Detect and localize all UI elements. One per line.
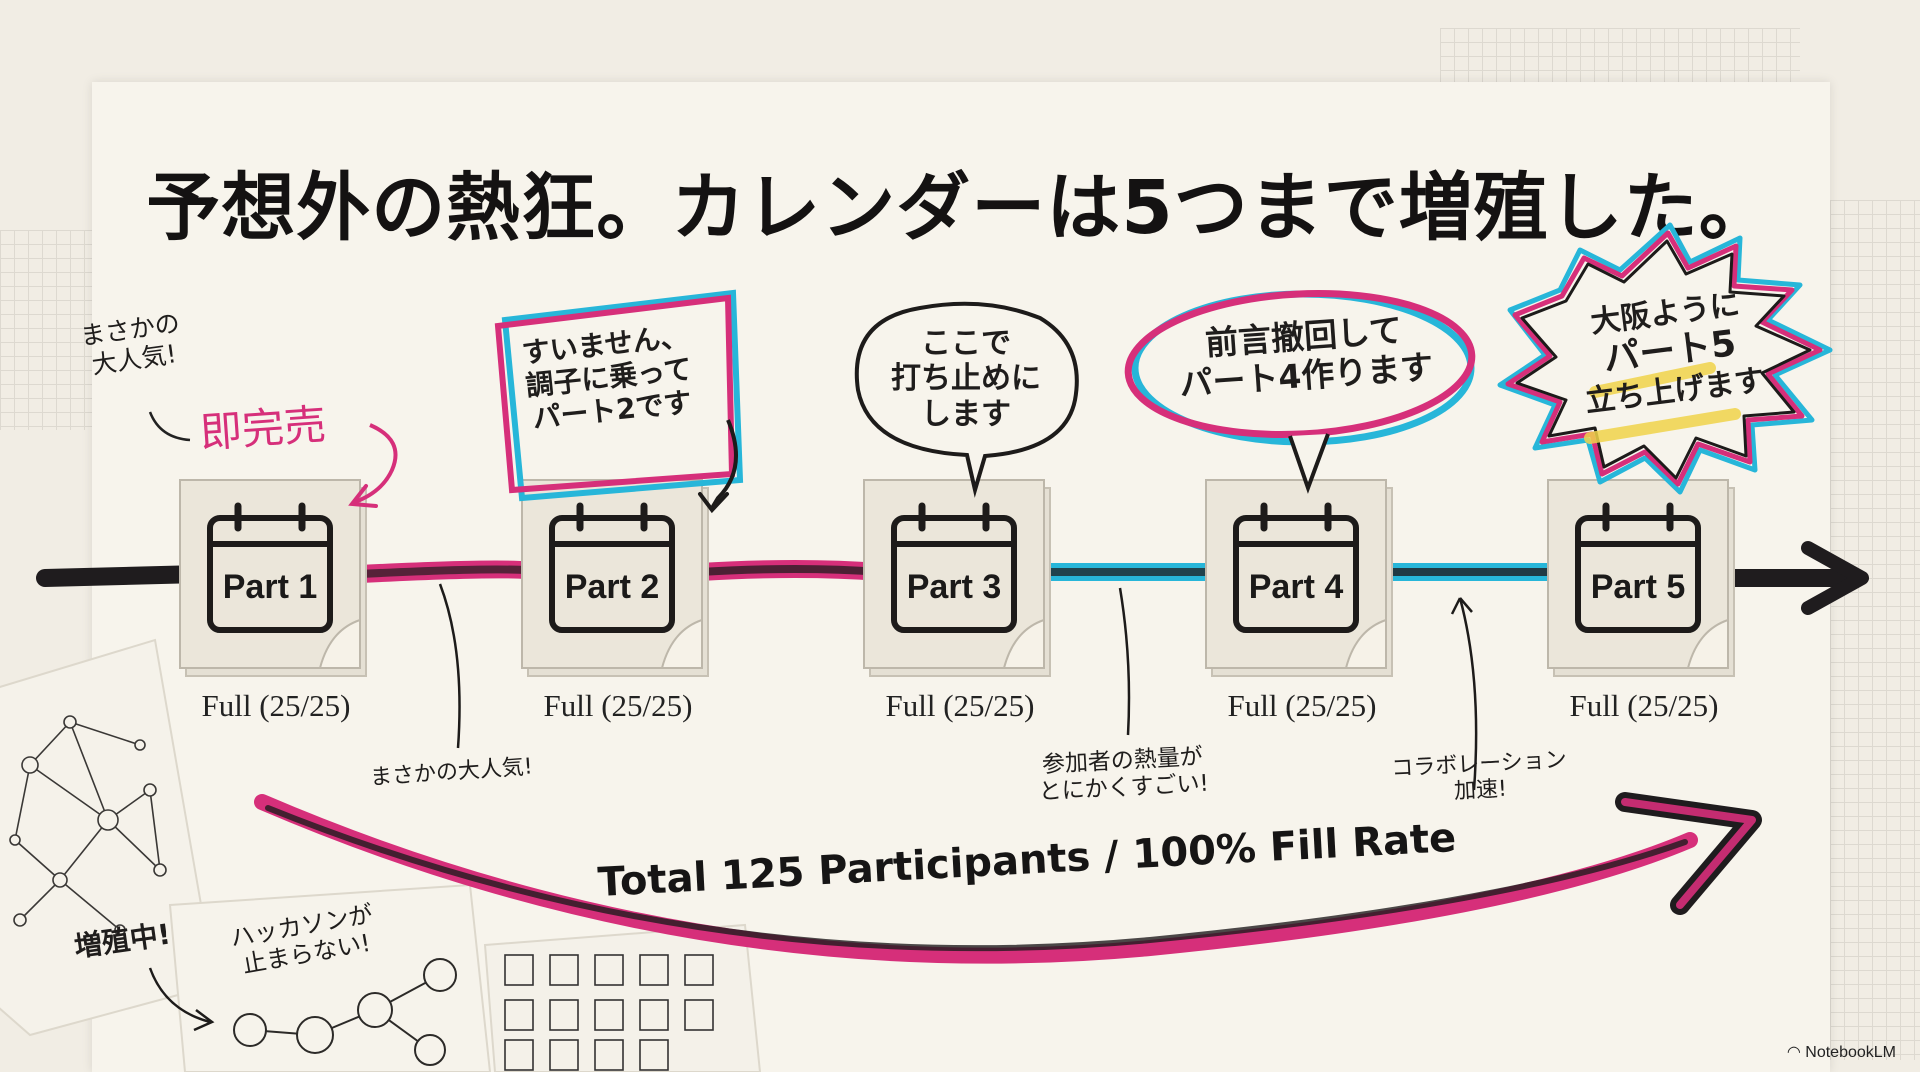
stop-text: ここで 打ち止めに します	[876, 326, 1056, 432]
part-label: Part 1	[222, 568, 318, 606]
part-label: Part 2	[564, 568, 660, 606]
part-label: Part 4	[1248, 568, 1344, 606]
network-sketch-paper	[0, 638, 217, 1037]
calendar-card-2	[521, 479, 709, 677]
part-status: Full (25/25)	[1569, 688, 1719, 723]
oval-bubble-part4	[1124, 290, 1476, 494]
part-status: Full (25/25)	[201, 688, 351, 723]
calendar-card-4	[1205, 479, 1393, 677]
part-status: Full (25/25)	[885, 688, 1035, 723]
apology-text: すいません、 調子に乗って パート2です	[520, 320, 697, 436]
multiplying-arrow	[148, 967, 215, 1032]
calendar-card-3	[863, 479, 1051, 677]
stop-line: します	[921, 396, 1011, 432]
apology-box	[494, 289, 744, 514]
stop-line: ここで	[921, 326, 1011, 361]
speech-bubble-part3	[854, 301, 1079, 498]
avatar-grid-paper	[483, 923, 762, 1072]
part-label: Part 3	[906, 568, 1002, 606]
growth-swoosh-arrow	[254, 792, 1762, 964]
part-label: Part 5	[1590, 568, 1686, 606]
segment-note-3: コラボレーション 加速!	[1391, 747, 1569, 808]
page-title: 予想外の熱狂。カレンダーは5つまで増殖した。	[146, 165, 1774, 251]
segment-leader-lines	[438, 583, 1478, 791]
segment-note-2: 参加者の熱量が とにかくすごい!	[1037, 744, 1210, 807]
people-sketch-paper	[168, 883, 492, 1072]
stop-line: 打ち止めに	[891, 361, 1041, 397]
sold-out-arrow	[148, 411, 398, 508]
part-status: Full (25/25)	[1227, 688, 1377, 723]
notebooklm-icon: ◠	[1786, 1044, 1801, 1061]
brand-label: ◠ NotebookLM	[1787, 1042, 1896, 1062]
sold-out-label: 即完売	[198, 399, 328, 458]
brand-text: NotebookLM	[1805, 1044, 1896, 1061]
calendar-card-5	[1547, 479, 1735, 677]
part-status: Full (25/25)	[543, 688, 693, 723]
calendar-card-1	[179, 479, 367, 677]
starburst-part5	[1497, 222, 1833, 495]
